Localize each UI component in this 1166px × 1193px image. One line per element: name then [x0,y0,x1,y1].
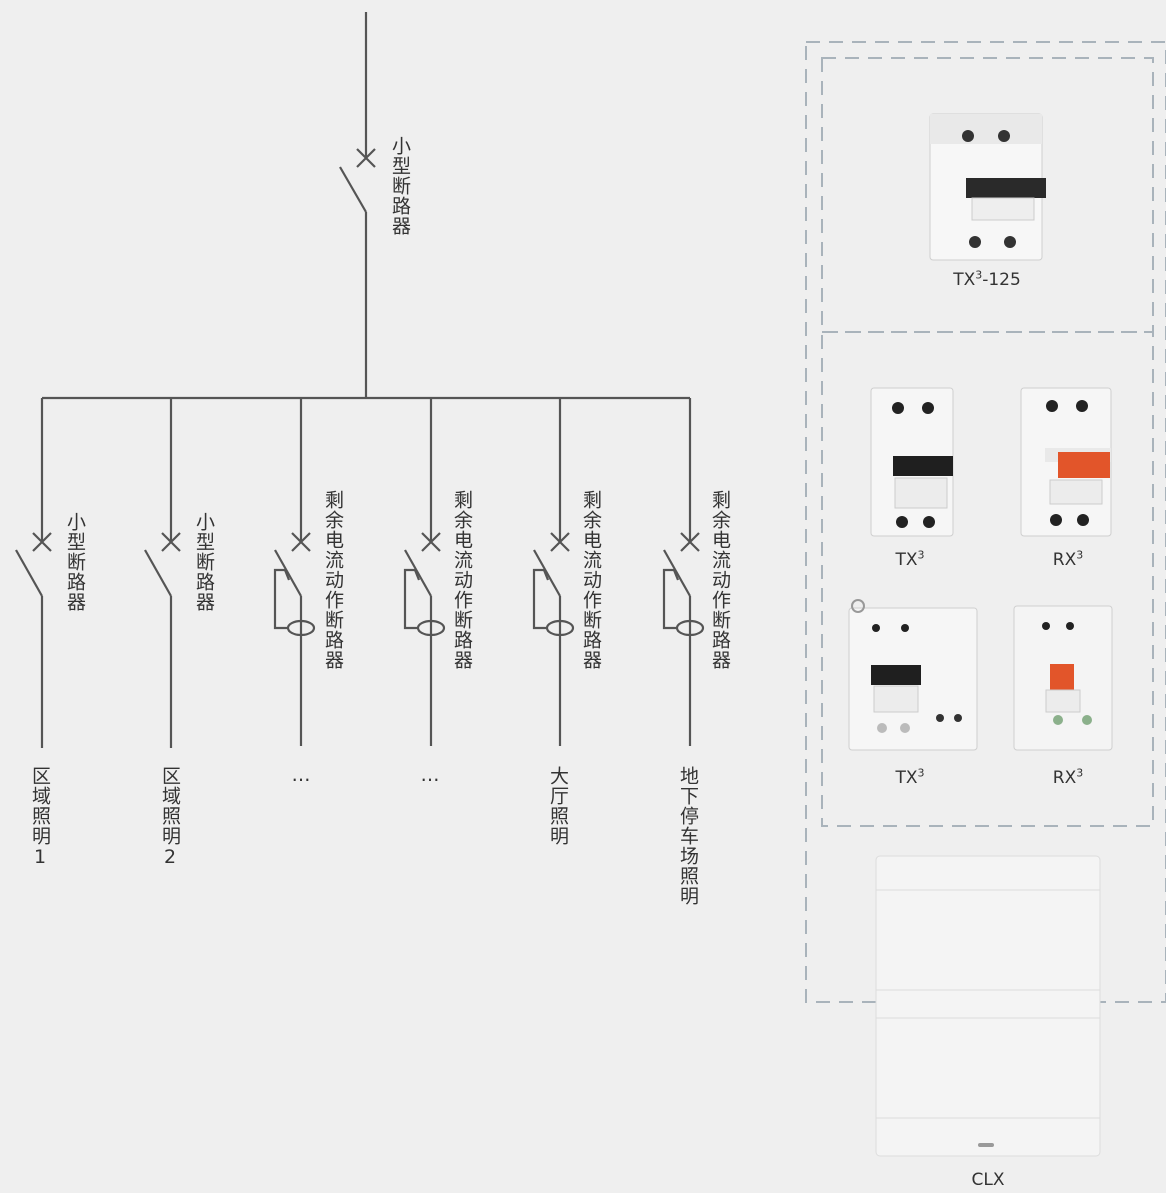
branch-3-rcd-trip-loop [273,568,289,630]
branch-6-breaker-blade [663,549,691,597]
clx-enclosure-image [875,855,1101,1157]
branch-4-breaker-blade [404,549,432,597]
branch-3-breaker-blade [274,549,302,597]
rx3-caption-2: RX3 [1052,766,1084,788]
branch-6-load-label: 地下停车场照明 [677,766,699,906]
clx-caption: CLX [971,1170,1005,1190]
branch-2-breaker-label: 小型断路器 [193,512,215,612]
branch-5-rcd-trip-arrow [542,569,550,581]
branch-1-breaker-label: 小型断路器 [64,512,86,612]
branch-2-breaker-x-mark [161,532,181,552]
branch-4-rcd-sensor [416,619,446,637]
branch-5-rcd-trip-loop [532,568,548,630]
branch-1-breaker-blade [15,549,43,597]
branch-3-load-label: … [290,764,312,787]
branch-6-breaker-label: 剩余电流动作断路器 [709,490,731,670]
tx3-breaker-image-1 [870,387,954,537]
branch-6-rcd-trip-loop [662,568,678,630]
branch-2-breaker-blade [144,549,172,597]
tx3-125-caption: TX3-125 [953,268,1021,290]
tx3-rcbo-image [848,599,978,751]
branch-1-breaker-x-mark [32,532,52,552]
branch-5-breaker-label: 剩余电流动作断路器 [580,490,602,670]
branch-3-breaker-x-mark [291,532,311,552]
main-breaker-label: 小型断路器 [389,136,411,236]
branch-4-breaker-x-mark [421,532,441,552]
branch-6-breaker-x-mark [680,532,700,552]
branch-4-load-label: … [419,764,441,787]
main-breaker-x-mark [356,148,376,168]
branch-5-rcd-sensor [545,619,575,637]
branch-3-rcd-sensor [286,619,316,637]
tx3-caption-2: TX3 [895,766,925,788]
branch-1-load-label: 区域照明1 [29,766,51,869]
branch-6-rcd-trip-arrow [672,569,680,581]
branch-5-load-label: 大厅照明 [547,766,569,846]
branch-6-rcd-sensor [675,619,705,637]
branch-4-breaker-label: 剩余电流动作断路器 [451,490,473,670]
branch-2-load-label: 区域照明2 [159,766,181,869]
branch-breakers-frame [821,331,1154,827]
tx3-125-breaker-image [929,113,1046,261]
branch-4-rcd-trip-loop [403,568,419,630]
branch-3-breaker-label: 剩余电流动作断路器 [322,490,344,670]
branch-5-breaker-x-mark [550,532,570,552]
branch-4-rcd-trip-arrow [413,569,421,581]
rx3-rcbo-image [1013,605,1113,751]
branch-5-breaker-blade [533,549,561,597]
rx3-caption-1: RX3 [1052,548,1084,570]
rx3-breaker-image-1 [1020,387,1112,537]
branch-3-rcd-trip-arrow [283,569,291,581]
main-breaker-blade [339,166,367,213]
tx3-caption-1: TX3 [895,548,925,570]
